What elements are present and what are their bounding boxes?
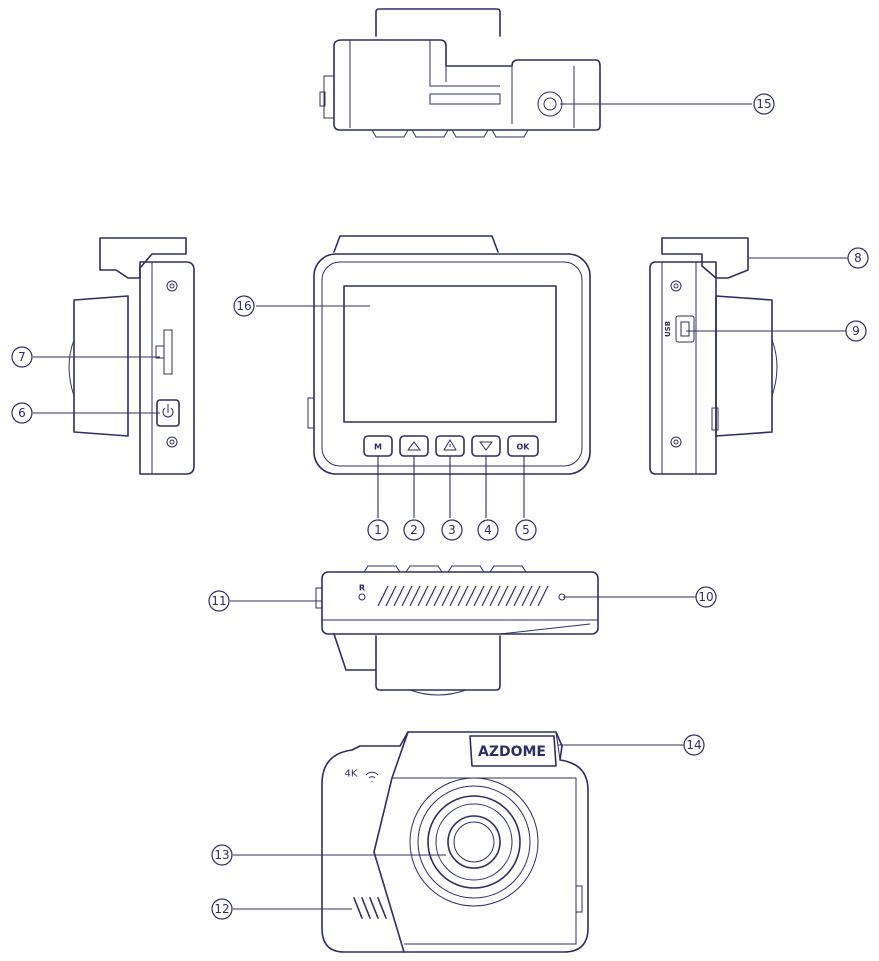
resolution-label: 4K xyxy=(345,769,358,780)
callout-label-4: 4 xyxy=(484,523,492,537)
down-button xyxy=(471,435,501,457)
top-view xyxy=(319,8,601,138)
callout-number-6: 6 xyxy=(11,402,33,424)
brand-logo: AZDOME xyxy=(478,744,546,760)
callout-number-10: 10 xyxy=(695,586,717,608)
speaker-grille-front xyxy=(353,897,387,919)
callout-number-15: 15 xyxy=(753,93,775,115)
callout-label-11: 11 xyxy=(211,594,226,608)
lens-view xyxy=(321,731,589,953)
callout-lines xyxy=(33,103,848,910)
wifi-icon xyxy=(365,771,379,782)
callout-label-6: 6 xyxy=(18,406,26,420)
callout-number-12: 12 xyxy=(211,898,233,920)
callout-label-3: 3 xyxy=(448,523,456,537)
bottom-view xyxy=(315,565,599,696)
callout-label-12: 12 xyxy=(214,902,229,916)
front-buttons xyxy=(363,435,539,457)
logo-plate xyxy=(469,735,557,767)
callout-number-5: 5 xyxy=(515,519,537,541)
callout-label-13: 13 xyxy=(214,848,229,862)
callout-label-8: 8 xyxy=(854,251,862,265)
callout-number-2: 2 xyxy=(403,519,425,541)
screen xyxy=(343,285,557,423)
callout-number-1: 1 xyxy=(367,519,389,541)
callout-label-2: 2 xyxy=(410,523,418,537)
callout-number-7: 7 xyxy=(11,346,33,368)
callout-label-10: 10 xyxy=(698,590,713,604)
ok-button xyxy=(507,435,539,457)
callout-number-4: 4 xyxy=(477,519,499,541)
callout-number-16: 16 xyxy=(233,295,255,317)
up-button xyxy=(399,435,429,457)
callout-number-3: 3 xyxy=(441,519,463,541)
callout-number-14: 14 xyxy=(683,734,705,756)
callout-label-9: 9 xyxy=(852,324,860,338)
callout-number-9: 9 xyxy=(845,320,867,342)
callout-label-15: 15 xyxy=(756,97,771,111)
callout-label-16: 16 xyxy=(236,299,251,313)
callout-label-5: 5 xyxy=(522,523,530,537)
lens xyxy=(427,795,521,889)
speaker-grille-bottom xyxy=(377,585,549,607)
left-side-view xyxy=(68,237,195,475)
callout-number-11: 11 xyxy=(208,590,230,612)
front-view xyxy=(307,235,591,475)
ok-button-label: OK xyxy=(517,443,531,452)
callout-number-8: 8 xyxy=(847,247,869,269)
callout-label-7: 7 xyxy=(18,350,26,364)
menu-button-label: M xyxy=(374,443,382,452)
callout-number-13: 13 xyxy=(211,844,233,866)
usb-port-label: USB xyxy=(664,321,672,337)
callout-label-1: 1 xyxy=(374,523,382,537)
callout-label-14: 14 xyxy=(686,738,701,752)
reset-label: R xyxy=(359,584,365,593)
right-side-view xyxy=(649,237,778,475)
